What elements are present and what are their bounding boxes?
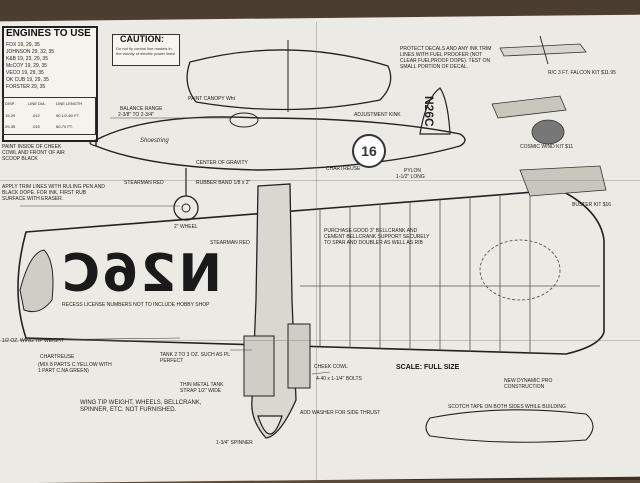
caution-title: CAUTION: [120, 34, 164, 44]
line-table-header: DISP. [5, 101, 15, 106]
fold-crease [0, 340, 640, 341]
callout-mix-paint: (MIX 8 PARTS C.YELLOW WITH 1 PART C.NA G… [38, 362, 112, 374]
callout-spinner: 1-3/4" SPINNER [216, 440, 253, 446]
fuselage-outline [95, 116, 466, 171]
tail-registration: N26C [422, 96, 436, 127]
callout-scotch-tape: SCOTCH TAPE ON BOTH SIDES WHILE BUILDING [448, 404, 566, 410]
race-number-roundel: 16 [352, 134, 386, 168]
callout-recess-numbers: RECESS LICENSE NUMBERS NOT TO INCLUDE HO… [62, 302, 210, 308]
engine-item: VECO 19, 29, 35 [6, 70, 44, 76]
callout-apply-trim: APPLY TRIM LINES WITH RULING PEN AND BLA… [2, 184, 105, 202]
callout-balance-range-dim: 2-3/8" TO 2-3/4" [118, 112, 154, 118]
cosmic-wind-wing [531, 119, 565, 145]
line-table [2, 97, 96, 135]
engine-item: K&B 19, 23, 29, 35 [6, 56, 48, 62]
bellcrank-area [479, 239, 561, 301]
cosmic-wind-illustration [491, 95, 567, 119]
callout-rubber-band: RUBBER BAND 1/8 x 2" [196, 180, 251, 186]
wheel [173, 195, 199, 221]
engine-item: JOHNSON 29, 32, 35 [6, 49, 55, 55]
tail-fin [419, 87, 451, 135]
line-table-cell: .012 [32, 113, 40, 118]
callout-center-gravity: CENTER OF GRAVITY [196, 160, 248, 166]
callout-bolts: 4-40 x 1-1/4" BOLTS [316, 376, 362, 382]
script-name: Shoestring [140, 138, 169, 144]
callout-paint-canopy: PAINT CANOPY Wht [188, 96, 235, 102]
scale-label: SCALE: FULL SIZE [396, 364, 460, 371]
engines-box [2, 26, 98, 142]
callout-stearman-red: STEARMAN RED [124, 180, 164, 186]
callout-wheel: 2" WHEEL [174, 224, 198, 230]
callout-washer: ADD WASHER FOR SIDE THRUST [300, 410, 381, 416]
wing-outline [17, 189, 605, 355]
line-table-header: LINE LENGTH [56, 101, 83, 106]
line-table-header: LINE DIA. [28, 101, 46, 106]
fold-crease [0, 180, 640, 181]
spinner-side [89, 139, 97, 147]
callout-pylon: PYLON [404, 168, 421, 174]
falcon-illustration [499, 43, 587, 57]
callout-chartreuse-2: CHARTREUSE [40, 354, 75, 360]
line-table-cell: 19-29 [5, 113, 16, 118]
engine-item: FOX 19, 29, 35 [6, 42, 40, 48]
callout-pylon-length: 1-1/2" LONG [396, 174, 425, 180]
leader-line [311, 371, 331, 375]
buster-kit-label: BUSTER KIT $16 [572, 202, 612, 208]
airfoil-section [425, 409, 594, 443]
caution-box [112, 34, 180, 66]
falcon-kit-label: R/C 3 FT. FALCON KIT $11.95 [548, 70, 616, 76]
engine-item: OK CUB 19, 29, 35 [6, 77, 49, 83]
callout-new-dynamic: NEW DYNAMIC PRO CONSTRUCTION [504, 378, 553, 390]
engine-mount [243, 335, 275, 397]
callout-paint-inside: PAINT INSIDE OF CHEEK COWL AND FRONT OF … [2, 144, 65, 162]
engine-item: FORSTER 29, 35 [6, 84, 46, 90]
cheek-cowl [287, 323, 311, 389]
leader-line [19, 337, 181, 341]
caution-text: Do not fly control line models in the vi… [116, 46, 176, 56]
callout-stearman-red-2: STEARMAN RED [210, 240, 250, 246]
callout-thin-metal: THIN METAL TANK STRAP 1/2" WIDE [180, 382, 224, 394]
line-table-cell: 29-35 [5, 124, 16, 129]
callout-tank: TANK 2 TO 3 OZ. SUCH AS PL PERFECT [160, 352, 230, 364]
wheel-hub [181, 203, 191, 213]
callout-protect-decals: PROTECT DECALS AND ANY INK TRIM LINES WI… [400, 46, 492, 70]
callout-cheek-cowl: CHEEK COWL [314, 364, 348, 370]
callout-purchase-bellcrank: PURCHASE GOOD 3" BELLCRANK AND CEMENT BE… [324, 228, 430, 246]
falcon-wing [539, 35, 549, 65]
canopy [229, 112, 259, 128]
registration-decal: N26C [60, 244, 223, 304]
wing-tip-weight [19, 249, 54, 313]
engine-item: McCOY 19, 29, 35 [6, 63, 48, 69]
callout-wing-tip-weight: 1/2 OZ. WING TIP WEIGHT [2, 338, 65, 344]
line-table-cell: .015 [32, 124, 40, 129]
engines-title: ENGINES TO USE [6, 28, 91, 39]
callout-adjustment-kink: ADJUSTMENT KINK [354, 112, 401, 118]
line-table-cell: 50 1/2-60 FT. [56, 113, 80, 118]
buster-illustration [519, 165, 607, 197]
stabilizer-outline [186, 49, 392, 111]
callout-chartreuse: CHARTREUSE [326, 166, 361, 172]
callout-balance-range: BALANCE RANGE [120, 106, 163, 112]
cosmic-wind-kit-label: COSMIC WIND KIT $11 [520, 144, 574, 150]
spinner-top [257, 415, 283, 435]
fold-crease [316, 22, 317, 480]
fuselage-top-view [251, 183, 297, 439]
callout-not-furnished: WING TIP WEIGHT, WHEELS, BELLCRANK, SPIN… [80, 400, 202, 413]
line-table-cell: 60-70 FT. [56, 124, 73, 129]
